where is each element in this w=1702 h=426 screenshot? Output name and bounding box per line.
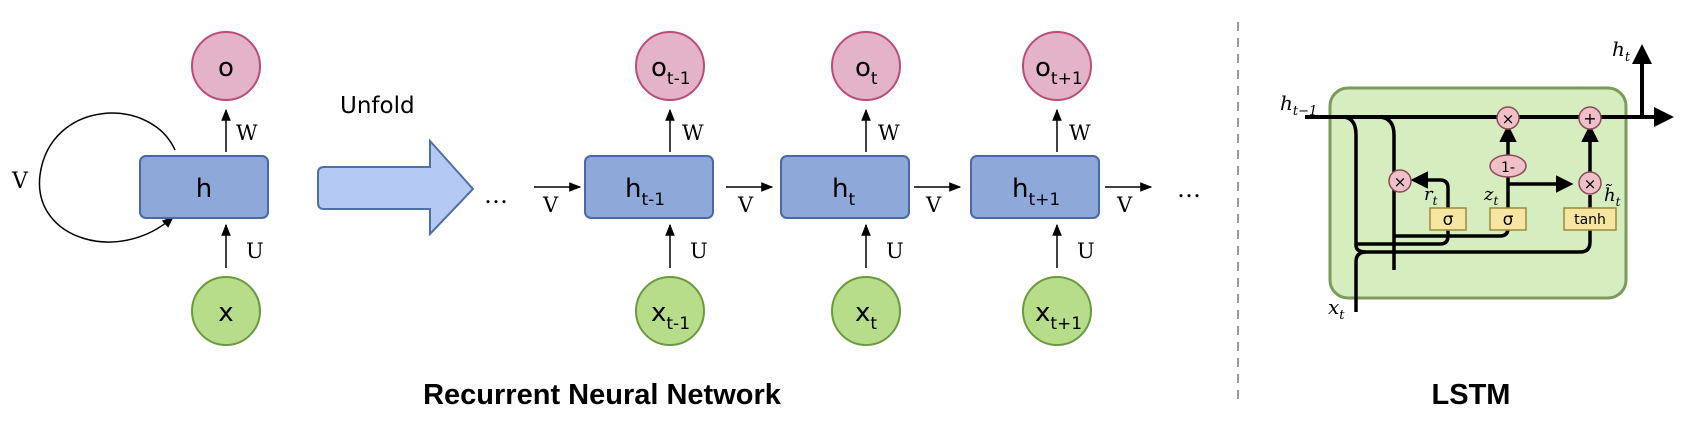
hidden-node-prev [584,155,714,219]
folded-rnn: V o W h U x [11,31,269,346]
output-node-next [1022,31,1092,101]
folded-output-label: o [218,53,234,83]
input-node-prev [635,276,705,346]
reset-multiply-symbol: × [1394,173,1407,191]
recurrent-loop-arrow [38,112,176,243]
output-label-next: ot+1 [1035,53,1083,89]
time-step-current: ot W ht U xt [780,31,910,346]
recurrent-weight-3: V [1116,193,1133,217]
out-weight-prev: W [682,121,704,145]
in-weight-next: U [1077,239,1095,263]
input-label-prev: xt-1 [651,298,690,334]
folded-input-label: x [218,298,233,328]
input-xt-path [1354,222,1592,312]
loop-weight-label: V [11,169,29,194]
r-label: rt [1424,184,1438,208]
sigma-r-label: σ [1443,210,1454,230]
add-symbol: + [1583,109,1596,128]
folded-in-weight: U [246,239,264,263]
hprev-branch-1 [1341,115,1367,254]
input-label-next: xt+1 [1035,298,1082,334]
candidate-multiply-symbol: × [1584,175,1597,193]
output-label-current: ot [855,53,878,89]
add-op [1578,106,1602,130]
update-multiply-symbol: × [1502,110,1515,128]
in-weight-prev: U [690,239,708,263]
input-node-next [1022,276,1092,346]
rt-path [1410,171,1450,208]
ellipsis-left: … [484,181,508,209]
rnn-caption: Recurrent Neural Network [423,379,782,411]
recurrent-weight-1: V [737,193,754,217]
hprev-branch-2 [1377,115,1396,270]
unfold-arrow: Unfold [317,93,475,237]
one-minus-label: 1- [1501,160,1515,176]
out-weight-current: W [878,121,900,145]
hidden-label-next: ht+1 [1012,174,1060,210]
time-step-prev: ot-1 W ht-1 U xt-1 [584,31,714,346]
tanh-gate [1563,207,1617,231]
lstm-cell: × × + × 1- σ σ tanh ht−1 ht xt rt zt h̃t [1280,37,1674,323]
output-node-current [831,31,901,101]
folded-hidden-label: h [196,174,212,204]
z-label: zt [1483,184,1498,208]
x-in-label: xt [1328,295,1345,323]
ellipsis-right: … [1177,175,1201,203]
input-label-current: xt [855,298,877,334]
folded-hidden-node [139,155,269,219]
h-out-label: ht [1612,37,1631,65]
unfold-label: Unfold [340,93,415,119]
sigma-r-gate [1429,207,1467,231]
h-tilde-label: h̃t [1604,183,1621,209]
in-weight-current: U [886,239,904,263]
output-node-prev [635,31,705,101]
unfolded-rnn: … … V V V V ot-1 W ht-1 U xt-1 ot [484,31,1201,346]
folded-output-node [191,31,261,101]
hidden-label-current: ht [832,174,855,210]
h-prev-label: ht−1 [1280,91,1317,119]
tanh-label: tanh [1574,212,1606,228]
hidden-label-prev: ht-1 [625,174,665,210]
hidden-node-next [970,155,1100,219]
candidate-multiply-op [1578,171,1602,195]
input-node-current [831,276,901,346]
out-weight-next: W [1069,121,1091,145]
time-step-next: ot+1 W ht+1 U xt+1 [970,31,1100,346]
output-label-prev: ot-1 [651,53,691,89]
one-minus-op [1489,154,1527,178]
sigma-z-label: σ [1503,210,1514,230]
folded-out-weight: W [236,121,258,145]
lstm-caption: LSTM [1432,379,1511,411]
reset-multiply-op [1388,169,1412,193]
recurrent-weight-2: V [925,193,942,217]
recurrent-weight-0: V [542,193,559,217]
update-multiply-op [1496,106,1520,130]
sigma-z-gate [1489,207,1527,231]
folded-input-node [191,276,261,346]
hidden-node-current [780,155,910,219]
